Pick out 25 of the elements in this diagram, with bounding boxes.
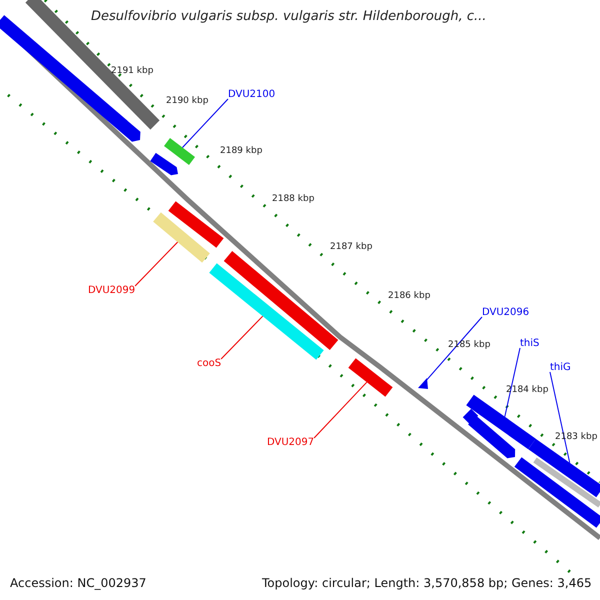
leader-line: [314, 382, 368, 438]
gene-feature: [153, 212, 210, 263]
gene-label: DVU2099: [88, 285, 136, 296]
gene-label: cooS: [197, 358, 222, 369]
gene-label: thiS: [520, 338, 540, 349]
gene-feature: [164, 138, 195, 165]
leader-line: [550, 372, 570, 464]
title: Desulfovibrio vulgaris subsp. vulgaris str. Hildenborough, c...: [91, 9, 486, 24]
gene-feature: [348, 358, 393, 397]
leader-line: [220, 316, 264, 360]
gene-label: DVU2100: [228, 89, 276, 100]
gene-feature: [466, 394, 536, 450]
leader-line: [134, 242, 178, 286]
gene-label: DVU2096: [482, 307, 530, 318]
scale-label: 2189 kbp: [220, 146, 262, 156]
leader-line: [182, 98, 228, 148]
footer-text: Accession: NC_002937: [10, 576, 146, 590]
gene-feature: [209, 263, 324, 360]
gene-feature: [418, 378, 428, 389]
scale-label: 2186 kbp: [388, 291, 430, 301]
scale-label: 2191 kbp: [111, 66, 154, 76]
scale-label: 2188 kbp: [272, 194, 314, 204]
gene-label: thiG: [550, 362, 571, 373]
gene-label: DVU2097: [267, 437, 314, 448]
footer-text: Topology: circular; Length: 3,570,858 bp; Genes: 3,465: [262, 576, 592, 590]
